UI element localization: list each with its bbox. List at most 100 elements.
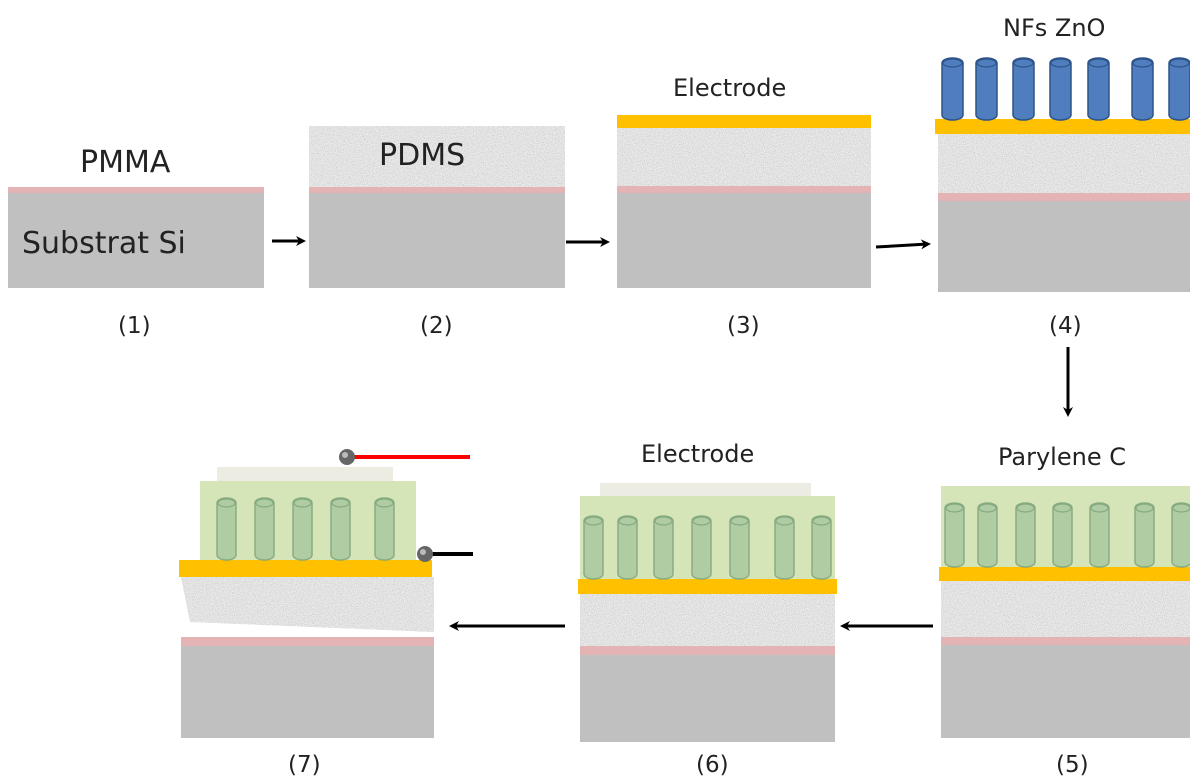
pmma-layer — [941, 637, 1190, 645]
nanowire-cap — [375, 498, 394, 508]
nanowire-cap — [730, 516, 749, 526]
nanowires-label: NFs ZnO — [1003, 14, 1105, 42]
nanowire-cap — [942, 58, 963, 68]
pdms-layer — [309, 126, 565, 187]
silicon-substrate — [309, 193, 565, 288]
contact-highlight — [342, 452, 348, 458]
silicon-substrate — [8, 193, 264, 288]
pmma-layer — [938, 193, 1190, 201]
nanowire-cap — [584, 516, 603, 526]
pdms-layer — [617, 128, 871, 186]
nanowire — [216, 497, 237, 561]
silicon-substrate — [941, 645, 1190, 738]
electrode-layer — [939, 567, 1190, 581]
step-4: NFs ZnO (4) — [935, 14, 1190, 339]
nanowire — [1015, 502, 1036, 568]
pmma-label: PMMA — [80, 145, 171, 180]
electrode-layer — [935, 119, 1190, 134]
step-number: (7) — [288, 752, 321, 778]
silicon-substrate — [181, 646, 434, 738]
substrate-label: Substrat Si — [22, 226, 186, 261]
nanowire — [1171, 502, 1190, 568]
nanowire — [774, 515, 795, 580]
coated-nanowires — [216, 497, 395, 561]
peeled-pdms-layer — [181, 577, 434, 632]
nanowire-cap — [654, 516, 673, 526]
step-3: Electrode (3) — [617, 74, 871, 339]
nanowire — [691, 515, 712, 580]
arrow-3-to-4 — [875, 239, 931, 250]
zno-nanowires — [941, 57, 1190, 121]
step-2: PDMS (2) — [309, 126, 565, 339]
step-7: (7) — [179, 449, 473, 778]
nanowire — [977, 502, 998, 568]
nanowire-cap — [1053, 503, 1072, 513]
nanowire — [254, 497, 275, 561]
nanowire-cap — [1132, 58, 1153, 68]
step-number: (4) — [1049, 313, 1082, 339]
step-number: (3) — [727, 313, 760, 339]
pmma-layer — [617, 186, 871, 193]
electrode-label: Electrode — [641, 440, 754, 468]
nanowire — [583, 515, 604, 580]
nanowire — [617, 515, 638, 580]
silicon-substrate — [938, 201, 1190, 292]
nanowire — [941, 57, 964, 121]
nanowire-cap — [978, 503, 997, 513]
nanowire — [1089, 502, 1110, 568]
nanowire — [330, 497, 351, 561]
nanowire-cap — [293, 498, 312, 508]
nanowire-cap — [775, 516, 794, 526]
nanowire-cap — [976, 58, 997, 68]
top-electrode-film — [600, 483, 811, 496]
coated-nanowires — [944, 502, 1190, 568]
nanowire-cap — [1090, 503, 1109, 513]
pmma-layer — [580, 646, 835, 655]
nanowire-cap — [255, 498, 274, 508]
top-electrode-film — [217, 467, 393, 481]
nanowire-cap — [1135, 503, 1154, 513]
nanowire — [1168, 57, 1190, 121]
nanowire-cap — [217, 498, 236, 508]
pdms-label: PDMS — [379, 138, 465, 173]
electrode-layer — [578, 579, 837, 594]
electrode-label: Electrode — [673, 74, 786, 102]
step-6: Electrode (6) — [578, 440, 837, 778]
electrode-layer — [617, 115, 871, 128]
pmma-layer — [181, 637, 434, 646]
nanowire-cap — [1013, 58, 1034, 68]
step-1: Substrat Si PMMA (1) — [8, 145, 264, 339]
nanowire-cap — [618, 516, 637, 526]
parylene-label: Parylene C — [998, 443, 1126, 471]
step-5: Parylene C (5) — [939, 443, 1190, 778]
nanowire-cap — [331, 498, 350, 508]
nanowire — [1052, 502, 1073, 568]
nanowire-cap — [1050, 58, 1071, 68]
nanowire — [729, 515, 750, 580]
nanowire — [653, 515, 674, 580]
nanowire — [811, 515, 832, 580]
nanowire-cap — [1088, 58, 1109, 68]
step-number: (6) — [696, 752, 729, 778]
pdms-layer — [938, 134, 1190, 193]
electrode-layer — [179, 560, 432, 577]
nanowire-cap — [945, 503, 964, 513]
nanowire — [975, 57, 998, 121]
nanowire-cap — [812, 516, 831, 526]
nanowire-cap — [692, 516, 711, 526]
step-number: (2) — [420, 313, 453, 339]
nanowire-cap — [1169, 58, 1190, 68]
pmma-layer — [309, 187, 565, 193]
nanowire — [1012, 57, 1035, 121]
pmma-layer — [8, 187, 264, 193]
nanowire — [1087, 57, 1110, 121]
nanowire — [374, 497, 395, 561]
nanowire — [1134, 502, 1155, 568]
silicon-substrate — [580, 655, 835, 742]
step-number: (5) — [1056, 752, 1089, 778]
nanowire — [1131, 57, 1154, 121]
silicon-substrate — [617, 193, 871, 288]
pdms-layer — [580, 594, 835, 646]
nanowire — [292, 497, 313, 561]
